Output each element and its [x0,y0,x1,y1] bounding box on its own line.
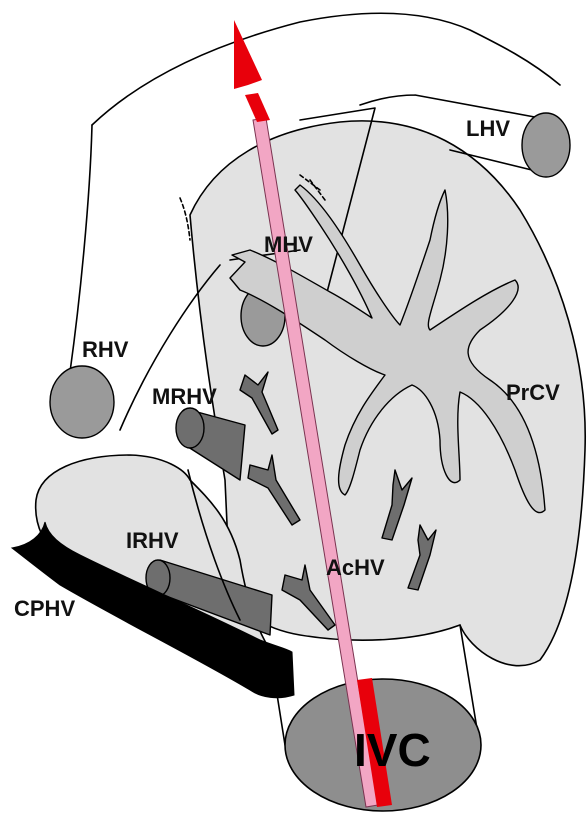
mrhv-cross-section [176,408,204,448]
label-cphv: CPHV [14,596,75,621]
label-mrhv: MRHV [152,384,217,409]
label-mhv: MHV [264,232,313,257]
label-lhv: LHV [466,116,510,141]
label-achv: AcHV [326,555,385,580]
label-ivc: IVC [354,724,431,776]
lhv-cross-section [522,113,570,177]
rhv-cross-section [50,366,114,438]
label-prcv: PrCV [506,380,560,405]
label-rhv: RHV [82,337,129,362]
surgical-plane-arrow-shaft [245,93,270,122]
label-irhv: IRHV [126,528,179,553]
rhv-dashed-branch [180,198,190,240]
surgical-plane-arrowhead [234,20,262,89]
